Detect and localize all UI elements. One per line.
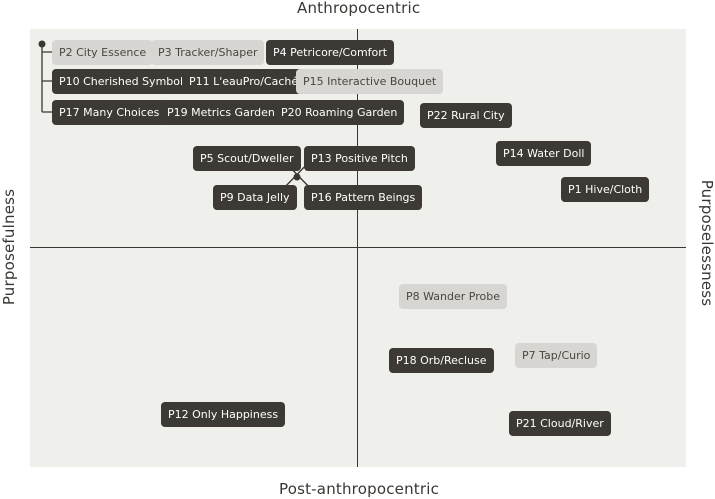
project-label: P10 Cherished Symbol [59, 75, 184, 88]
bracket-connector [41, 44, 56, 113]
project-label: P1 Hive/Cloth [568, 183, 643, 196]
project-chip-p14: P14 Water Doll [496, 141, 592, 166]
project-chip-p16: P16 Pattern Beings [304, 185, 423, 210]
project-chip-p1: P1 Hive/Cloth [561, 177, 650, 202]
project-chip-p15: P15 Interactive Bouquet [296, 69, 444, 94]
project-label: P5 Scout/Dweller [200, 152, 294, 165]
project-label: P8 Wander Probe [406, 290, 500, 303]
project-label: P7 Tap/Curio [522, 349, 591, 362]
project-label: P4 Petricore/Comfort [273, 46, 388, 59]
project-label: P11 L'eauPro/Caché [189, 75, 299, 88]
vertical-axis-line [357, 29, 358, 467]
project-label: P13 Positive Pitch [311, 152, 408, 165]
project-chip-p12: P12 Only Happiness [161, 402, 286, 427]
project-chip-p18: P18 Orb/Recluse [389, 348, 494, 373]
project-label: P19 Metrics Garden [167, 106, 275, 119]
project-label: P14 Water Doll [503, 147, 585, 160]
project-chip-p22: P22 Rural City [420, 103, 512, 128]
project-label: P15 Interactive Bouquet [303, 75, 437, 88]
project-label: P22 Rural City [427, 109, 505, 122]
project-label: P9 Data Jelly [220, 191, 290, 204]
project-chip-p19: P19 Metrics Garden [160, 100, 282, 125]
project-chip-p4: P4 Petricore/Comfort [266, 40, 395, 65]
project-label: P3 Tracker/Shaper [158, 46, 258, 59]
horizontal-axis-line [30, 247, 686, 248]
project-chip-p5: P5 Scout/Dweller [193, 146, 301, 171]
project-label: P18 Orb/Recluse [396, 354, 487, 367]
project-label: P2 City Essence [59, 46, 147, 59]
project-label: P17 Many Choices [59, 106, 160, 119]
project-label: P12 Only Happiness [168, 408, 279, 421]
project-chip-p7: P7 Tap/Curio [515, 343, 598, 368]
axis-label-bottom: Post-anthropocentric [279, 480, 440, 498]
project-label: P21 Cloud/River [516, 417, 604, 430]
project-chip-p8: P8 Wander Probe [399, 284, 507, 309]
axis-label-top: Anthropocentric [297, 0, 421, 17]
project-chip-p3: P3 Tracker/Shaper [151, 40, 265, 65]
project-chip-p2: P2 City Essence [52, 40, 154, 65]
project-chip-p13: P13 Positive Pitch [304, 146, 415, 171]
project-chip-p11: P11 L'eauPro/Caché [182, 69, 306, 94]
project-label: P16 Pattern Beings [311, 191, 416, 204]
project-chip-p21: P21 Cloud/River [509, 411, 611, 436]
bracket-dot [38, 40, 46, 48]
project-chip-p9: P9 Data Jelly [213, 185, 297, 210]
project-chip-p17: P17 Many Choices [52, 100, 167, 125]
project-chip-p10: P10 Cherished Symbol [52, 69, 191, 94]
project-label: P20 Roaming Garden [281, 106, 398, 119]
cross-dot [293, 173, 301, 181]
project-chip-p20: P20 Roaming Garden [274, 100, 405, 125]
